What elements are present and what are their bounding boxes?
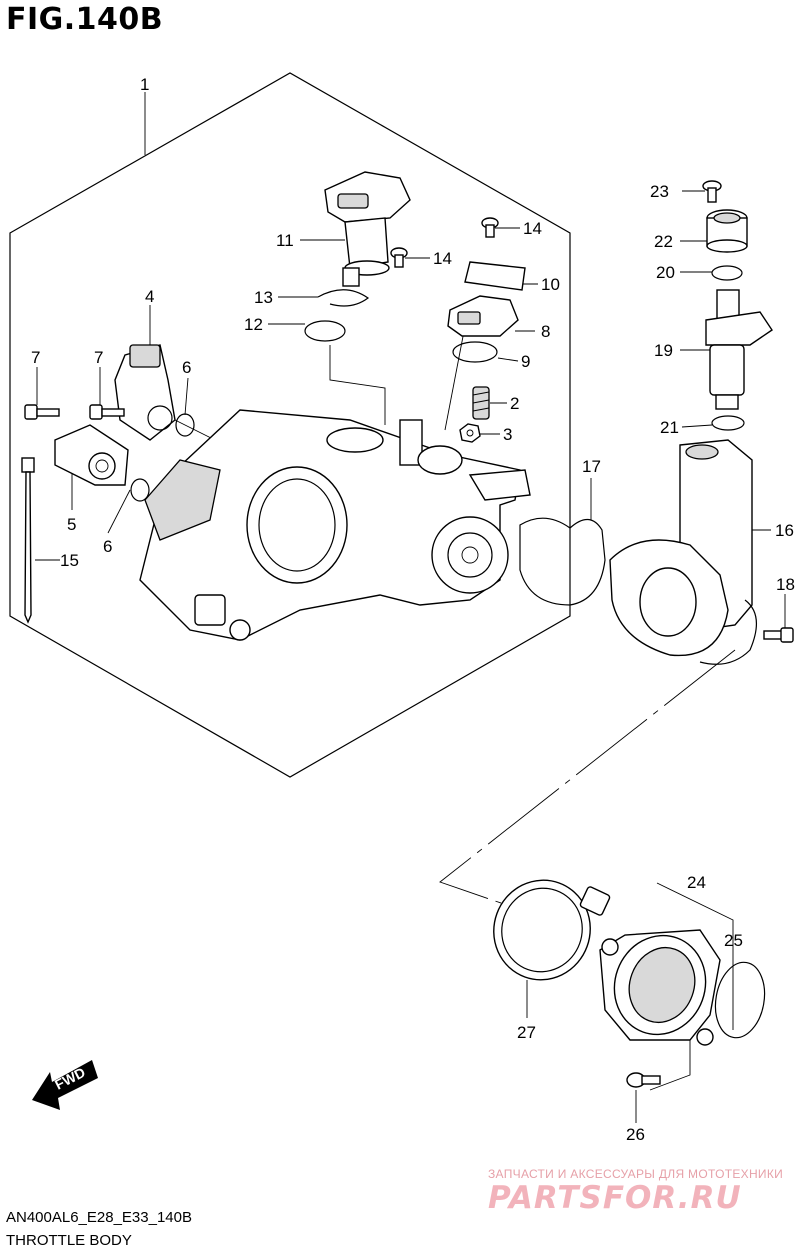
callout-3: 3 [503, 425, 512, 444]
callout-4: 4 [145, 287, 154, 306]
part-27-clamp [493, 879, 611, 981]
callout-20: 20 [656, 263, 675, 282]
callout-24: 24 [687, 873, 706, 892]
callout-25: 25 [724, 931, 743, 950]
part-14-screw-lower [390, 247, 408, 268]
part-9-o-ring [452, 341, 498, 363]
callout-17: 17 [582, 457, 601, 476]
part-20-seal [711, 265, 743, 281]
part-13-clip [317, 289, 370, 307]
callout-7-left: 7 [31, 348, 40, 367]
part-16-holder [609, 439, 757, 665]
part-15-tie-wrap [21, 457, 35, 624]
callout-6-lower: 6 [103, 537, 112, 556]
callout-5: 5 [67, 515, 76, 534]
callout-11: 11 [276, 231, 294, 250]
figure-code: AN400AL6_E28_E33_140B [6, 1209, 192, 1226]
leader-lines [35, 92, 786, 1123]
part-21-seal [711, 415, 745, 431]
part-8-sensor [447, 295, 519, 337]
callout-10: 10 [541, 275, 560, 294]
callout-13: 13 [254, 288, 273, 307]
part-7-bolt-right [89, 404, 125, 420]
part-18-bolt [763, 627, 794, 643]
watermark-tagline: ЗАПЧАСТИ И АКСЕССУАРЫ ДЛЯ МОТОТЕХНИКИ [488, 1167, 784, 1181]
callout-8: 8 [541, 322, 550, 341]
part-26-screw [626, 1072, 661, 1088]
throttle-body [139, 409, 531, 641]
callout-14-lower: 14 [433, 249, 452, 268]
callouts: 1 11 13 12 14 14 10 8 9 2 3 4 7 7 6 5 6 … [31, 75, 795, 1144]
fwd-arrow: FWD [32, 1060, 98, 1110]
callout-15: 15 [60, 551, 79, 570]
callout-16: 16 [775, 521, 794, 540]
part-2-spring [472, 386, 490, 420]
callout-21: 21 [660, 418, 679, 437]
part-6-o-ring-lower [130, 478, 150, 502]
callout-26: 26 [626, 1125, 645, 1144]
callout-6-upper: 6 [182, 358, 191, 377]
part-6-o-ring-upper [175, 413, 195, 437]
part-22-cap [706, 209, 748, 253]
part-5-sensor [54, 424, 129, 486]
part-10-plate [464, 261, 526, 291]
part-11-sensor [324, 171, 411, 287]
part-7-bolt-left [24, 404, 60, 420]
callout-22: 22 [654, 232, 673, 251]
watermark-logo: PARTSFOR.RU [488, 1180, 742, 1216]
part-19-injector [705, 289, 773, 410]
part-12-o-ring [304, 320, 346, 342]
callout-27: 27 [517, 1023, 536, 1042]
callout-7-right: 7 [94, 348, 103, 367]
callout-2: 2 [510, 394, 519, 413]
part-17-gasket [519, 517, 606, 606]
part-3-nut [459, 423, 481, 443]
callout-12: 12 [244, 315, 263, 334]
callout-19: 19 [654, 341, 673, 360]
callout-18: 18 [776, 575, 795, 594]
callout-1: 1 [140, 75, 149, 94]
figure-caption: THROTTLE BODY [6, 1232, 132, 1249]
figure-title: FIG.140B [6, 2, 164, 37]
part-25-o-ring [714, 961, 766, 1039]
part-14-screw-upper [481, 217, 499, 238]
part-24-adapter [599, 929, 721, 1046]
callout-23: 23 [650, 182, 669, 201]
callout-14-upper: 14 [523, 219, 542, 238]
part-23-screw [702, 180, 722, 203]
callout-9: 9 [521, 352, 530, 371]
part-4-sensor [114, 344, 176, 441]
assembly-outline [9, 72, 571, 778]
